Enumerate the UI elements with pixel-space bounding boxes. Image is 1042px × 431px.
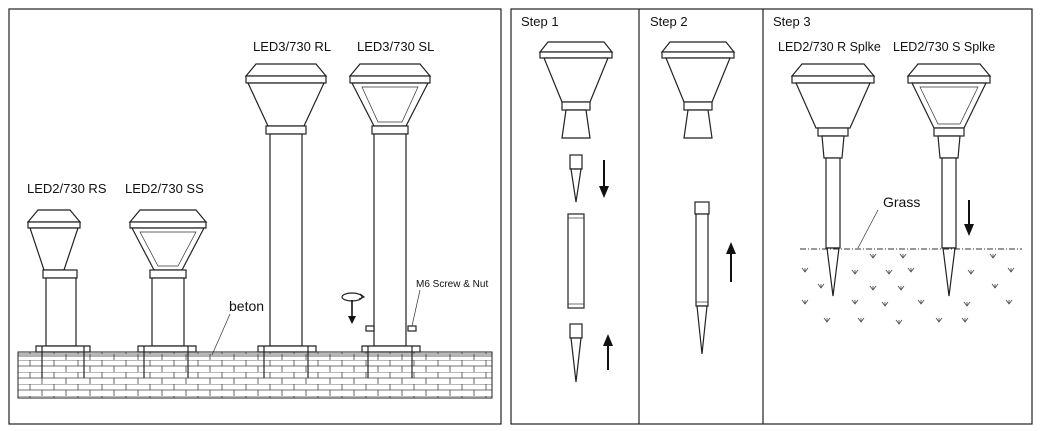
step1-lamp-head <box>538 41 614 139</box>
right-panel-frame <box>510 8 1033 425</box>
left-panel-frame <box>8 8 502 425</box>
screw-label: M6 Screw & Nut <box>416 279 488 290</box>
step1-bottom-spike <box>569 323 583 383</box>
lamp-led3-sl <box>348 63 432 378</box>
lamp-label-led2-ss: LED2/730 SS <box>125 181 204 196</box>
step1-top-spike <box>569 154 583 203</box>
step2-lamp-head <box>660 41 736 139</box>
lamp-led2-rs <box>26 209 91 378</box>
rotate-down-arrow-icon <box>341 292 366 324</box>
step3-lamp-s <box>906 63 992 297</box>
grass-marks <box>801 253 1015 325</box>
step3-down-arrow-icon <box>964 200 974 236</box>
ground-label: beton <box>229 298 264 314</box>
step1-down-arrow-icon <box>599 160 609 198</box>
lamp-led2-ss <box>128 209 208 378</box>
step1-title: Step 1 <box>521 14 559 29</box>
step3-lamp-r <box>790 63 876 297</box>
lamp-label-led3-rl: LED3/730 RL <box>253 39 331 54</box>
step3-lamp-label-s: LED2/730 S Splke <box>893 40 995 54</box>
step2-assembled-spike <box>694 201 710 355</box>
step3-lamp-label-r: LED2/730 R Splke <box>778 40 881 54</box>
step2-up-arrow-icon <box>726 242 736 282</box>
step1-tube <box>567 213 585 309</box>
screw-leader-line <box>411 289 421 327</box>
step3-title: Step 3 <box>773 14 811 29</box>
lamp-label-led2-rs: LED2/730 RS <box>27 181 107 196</box>
lamp-label-led3-sl: LED3/730 SL <box>357 39 434 54</box>
beton-leader-line <box>211 313 231 356</box>
step2-title: Step 2 <box>650 14 688 29</box>
brick-ground <box>17 351 493 399</box>
grass-leader-line <box>857 209 879 249</box>
step1-up-arrow-icon <box>603 334 613 370</box>
grass-label: Grass <box>883 194 920 210</box>
lamp-led3-rl <box>244 63 328 378</box>
